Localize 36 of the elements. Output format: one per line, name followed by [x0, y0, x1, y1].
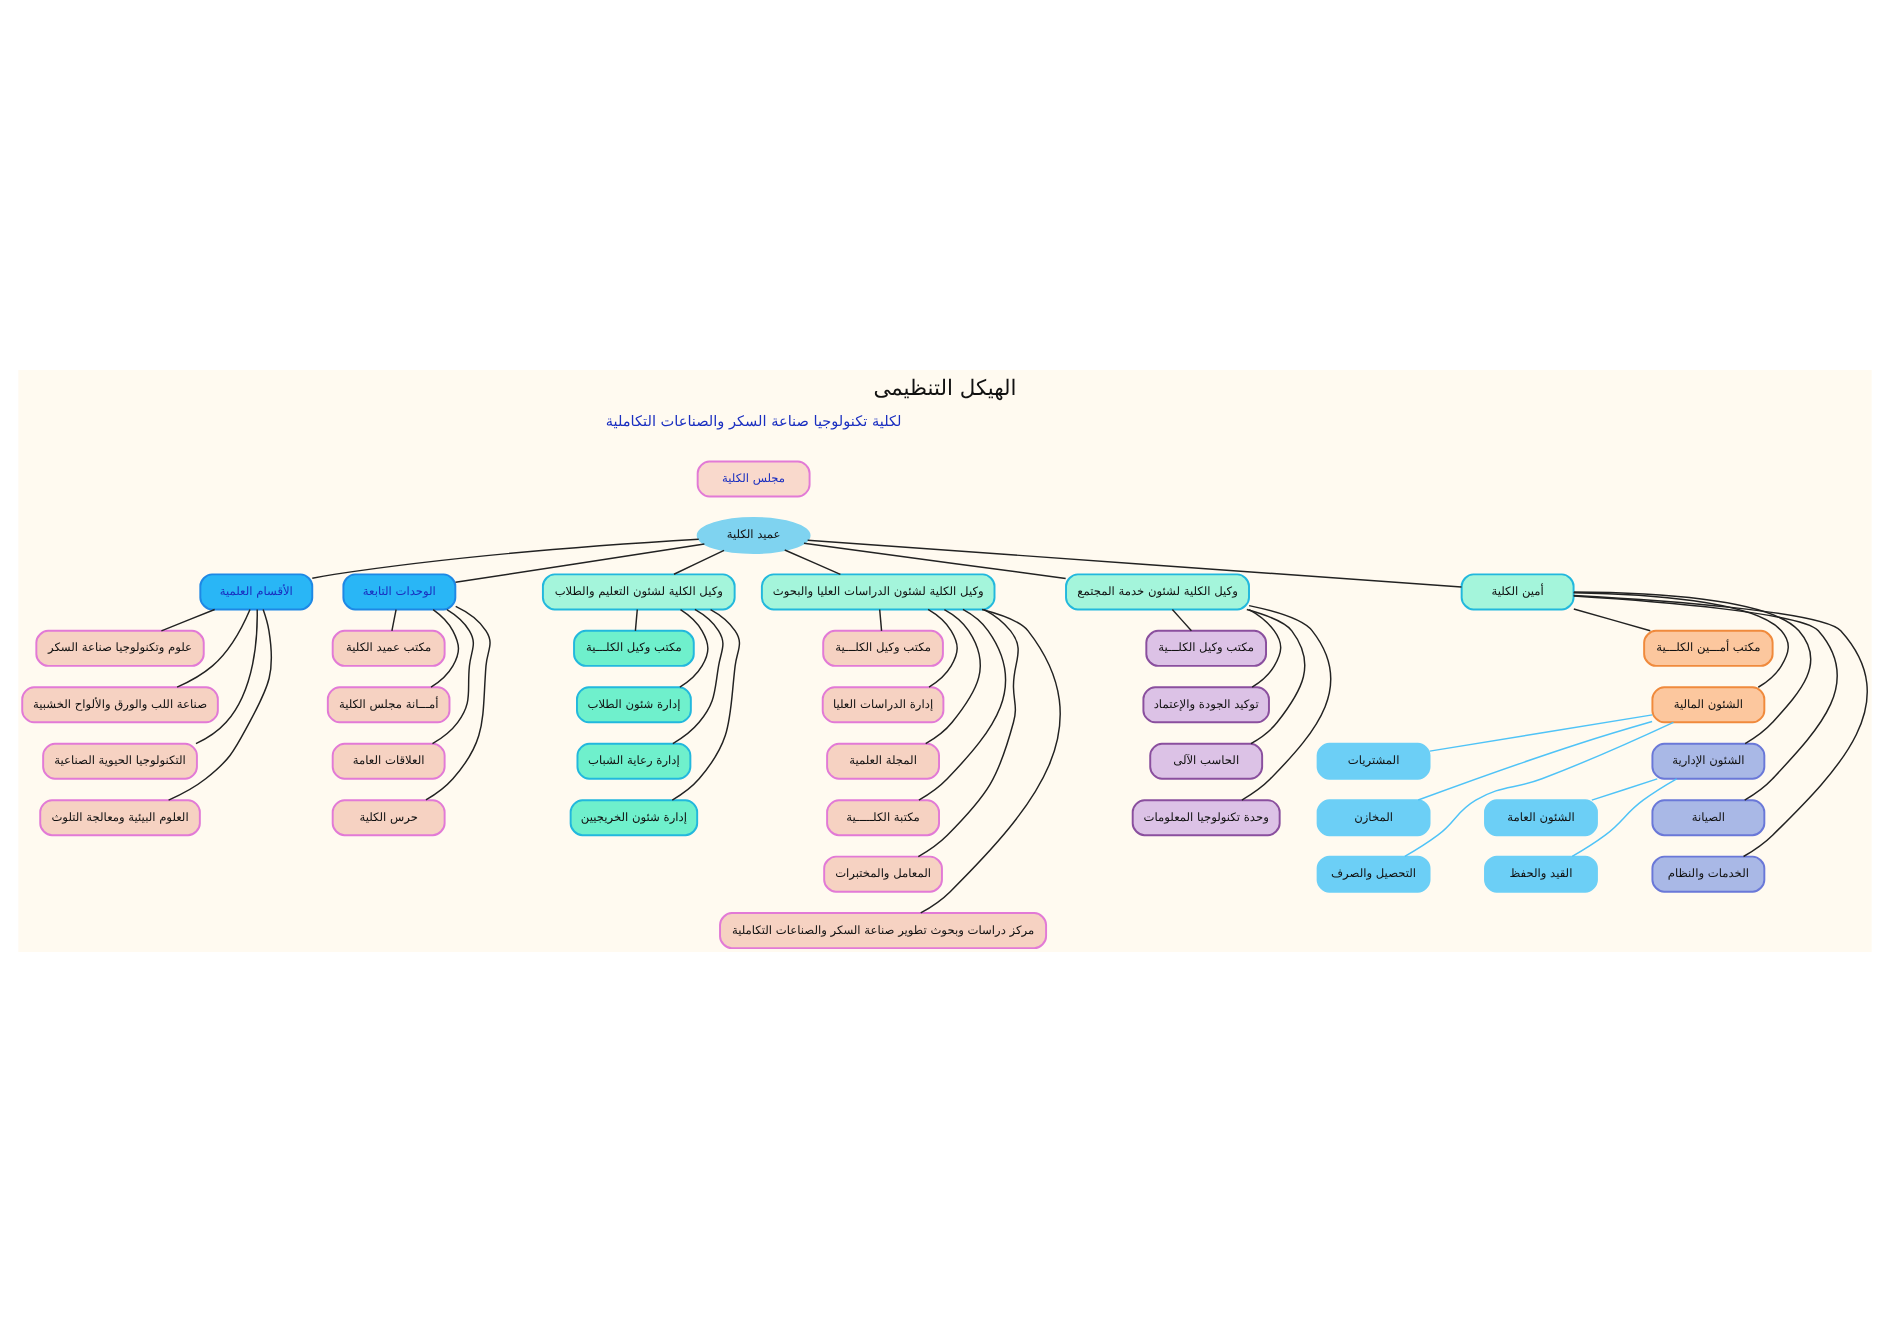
connector: [1248, 608, 1282, 688]
connector: [431, 608, 475, 745]
connector: [878, 608, 883, 632]
connector: [924, 608, 982, 745]
connector: [1572, 592, 1789, 688]
connector: [1246, 608, 1306, 745]
diagram-title: الهيكل التنظيمى: [873, 374, 1017, 401]
connector: [454, 543, 706, 583]
connector: [671, 608, 741, 801]
connector: [311, 538, 700, 579]
connector: [430, 608, 460, 688]
connector: [1241, 604, 1332, 801]
connector: [160, 608, 216, 632]
connector: [673, 549, 725, 575]
connector: [917, 608, 1019, 858]
connector: [1417, 720, 1653, 801]
connector: [425, 605, 491, 801]
connector: [806, 539, 1463, 588]
connector: [927, 608, 958, 688]
connector: [784, 549, 842, 576]
connector: [1591, 778, 1658, 801]
connector: [634, 608, 638, 632]
connector: [918, 608, 1007, 801]
connector: [1571, 778, 1678, 858]
connector: [1404, 721, 1675, 858]
connector: [1429, 714, 1654, 752]
connector: [1573, 591, 1812, 745]
connector: [1573, 595, 1838, 801]
connector: [1573, 608, 1651, 632]
connector: [803, 542, 1067, 580]
connector: [195, 608, 258, 745]
connector: [672, 608, 724, 745]
connector: [679, 608, 709, 688]
connector: [1171, 608, 1193, 632]
connector: [1572, 594, 1868, 858]
connector: [391, 608, 397, 632]
